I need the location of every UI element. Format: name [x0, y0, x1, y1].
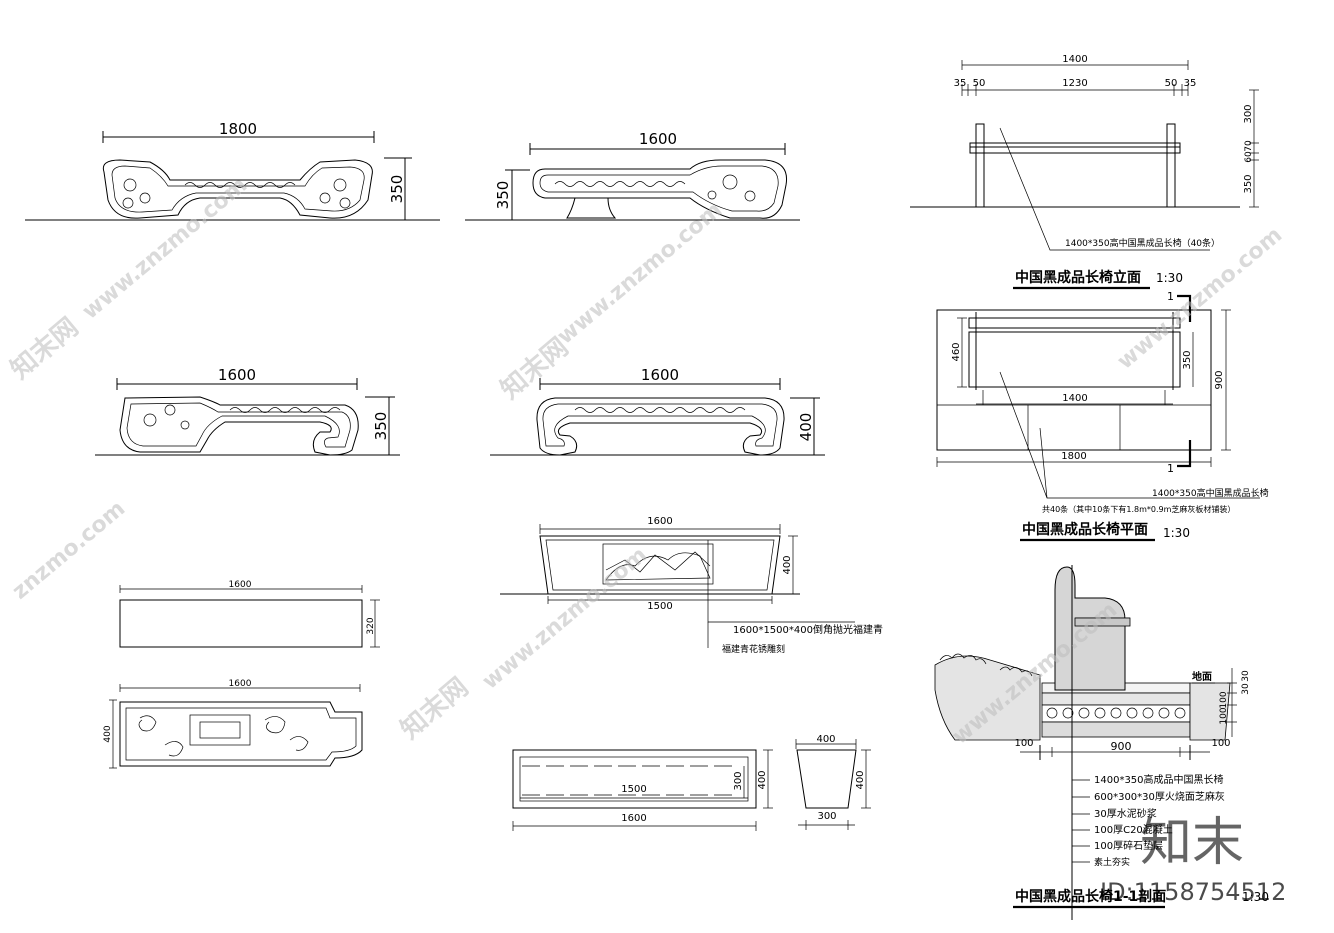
dim-1800: 1800	[1061, 451, 1086, 462]
view-title: 中国黑成品长椅立面	[1015, 269, 1141, 286]
dim-height: 400	[855, 770, 866, 789]
dim-height: 350	[494, 181, 512, 210]
dim-w-right: 100	[1211, 738, 1230, 749]
leader-text-2: 福建青花锈雕刻	[722, 643, 785, 655]
dim-350: 350	[1182, 350, 1193, 369]
dim-bottom: 300	[817, 811, 836, 822]
dim-width: 1600	[641, 366, 679, 384]
leader-text-1: 1400*350高中国黑成品长椅	[1152, 487, 1269, 499]
bench-elevation-1600-b: 1600 350	[95, 366, 400, 456]
dim-h1: 400	[757, 770, 768, 789]
watermark-short-text: znzmo.com	[8, 496, 130, 604]
bench-plan-1600-400: 1600 400	[103, 679, 363, 769]
watermark-site-text: www.znzmo.com	[78, 173, 252, 325]
dim-460: 460	[951, 342, 962, 361]
dim-seg-d: 35	[1184, 78, 1197, 89]
dim-seg-a: 35	[954, 78, 967, 89]
view-title: 中国黑成品长椅平面	[1022, 521, 1148, 538]
dim-w-left: 100	[1014, 738, 1033, 749]
ground-label: 地面	[1192, 670, 1212, 683]
dim-depth: 400	[103, 725, 113, 742]
dim-bottom-width: 1500	[647, 601, 672, 612]
dim-v3: 60	[1244, 151, 1254, 163]
dim-width: 1600	[229, 580, 252, 590]
note-6: 素土夯实	[1094, 856, 1130, 868]
section-mark-bottom: 1	[1167, 462, 1174, 475]
section-mark-top: 1	[1167, 290, 1174, 303]
dim-w-mid: 900	[1111, 740, 1132, 753]
watermark-cn-text: 知末网	[495, 332, 574, 405]
bench-carved-trapezoid: 1600 1500 400 1600*1500*400倒角抛光福建青 福建青花锈…	[500, 516, 883, 655]
watermark-cn-text: 知末网	[395, 672, 474, 745]
bench-elevation-1600-c: 1600 400	[490, 366, 825, 456]
leader-text-1: 1600*1500*400倒角抛光福建青	[733, 623, 883, 636]
dim-height: 350	[372, 412, 390, 441]
watermark-id-text: ID:1158754512	[1100, 878, 1286, 906]
dim-v2: 70	[1244, 140, 1254, 152]
dim-1400: 1400	[1062, 393, 1087, 404]
view-scale: 1:30	[1242, 890, 1269, 904]
dim-h2: 300	[733, 771, 744, 790]
dim-width: 1600	[229, 679, 252, 689]
bench-end-section: 400 400 300	[795, 734, 871, 830]
note-3: 30厚水泥砂浆	[1094, 807, 1157, 820]
dim-r4: 100	[1219, 707, 1229, 724]
dim-900: 900	[1214, 370, 1225, 389]
dim-top-width: 1600	[647, 516, 672, 527]
section-1-1: 100 900 100 地面 30 30 100 100 1400*350高成品…	[934, 565, 1269, 920]
view-title: 中国黑成品长椅1-1剖面	[1015, 888, 1166, 905]
dim-top: 400	[816, 734, 835, 745]
dim-outer: 1600	[621, 813, 646, 824]
leader-text-2: 共40条（其中10条下有1.8m*0.9m芝麻灰板材铺装）	[1042, 504, 1235, 514]
view-scale: 1:30	[1163, 526, 1190, 540]
note-4: 100厚C20混凝土	[1094, 823, 1173, 836]
dim-height: 400	[797, 413, 815, 442]
plan-1-30: 1 1 460 350 900 1400 1800 1400*350高中国黑成品…	[936, 290, 1269, 542]
dim-r3: 100	[1219, 691, 1229, 708]
note-1: 1400*350高成品中国黑长椅	[1094, 773, 1224, 786]
watermark-cn-text: 知末网	[5, 312, 84, 385]
dim-r2: 30	[1241, 683, 1251, 695]
dim-height: 350	[388, 175, 406, 204]
dim-depth: 320	[366, 617, 376, 634]
dim-width: 1600	[639, 130, 677, 148]
watermark-brand-logo: 知末	[1140, 813, 1244, 873]
dim-seg-c: 50	[1165, 78, 1178, 89]
note-5: 100厚碎石垫层	[1094, 839, 1163, 852]
note-2: 600*300*30厚火烧面芝麻灰	[1094, 790, 1225, 803]
dim-inner: 1500	[621, 784, 646, 795]
dim-total: 1400	[1062, 54, 1087, 65]
leader-text: 1400*350高中国黑成品长椅（40条）	[1065, 237, 1220, 249]
bench-elevation-1800: 1800 350	[25, 120, 440, 221]
view-scale: 1:30	[1156, 271, 1183, 285]
dim-height: 400	[782, 555, 793, 574]
dim-r1: 30	[1241, 670, 1251, 682]
bench-elevation-1600-a: 1600 350	[465, 130, 800, 221]
elevation-1-30: 1400 35 50 1230 50 35 300 70 60 350 1400…	[910, 54, 1259, 290]
bench-plan-1600-320: 1600 320	[119, 580, 380, 648]
dim-width: 1800	[219, 120, 257, 138]
dim-seg-b: 50	[973, 78, 986, 89]
bench-plan-rect: 1500 1600 300 400	[512, 749, 773, 831]
watermark-site-text: www.znzmo.com	[478, 543, 652, 695]
dim-v1: 300	[1243, 104, 1254, 123]
dim-v4: 350	[1243, 174, 1254, 193]
dim-seg-mid: 1230	[1062, 78, 1087, 89]
dim-width: 1600	[218, 366, 256, 384]
